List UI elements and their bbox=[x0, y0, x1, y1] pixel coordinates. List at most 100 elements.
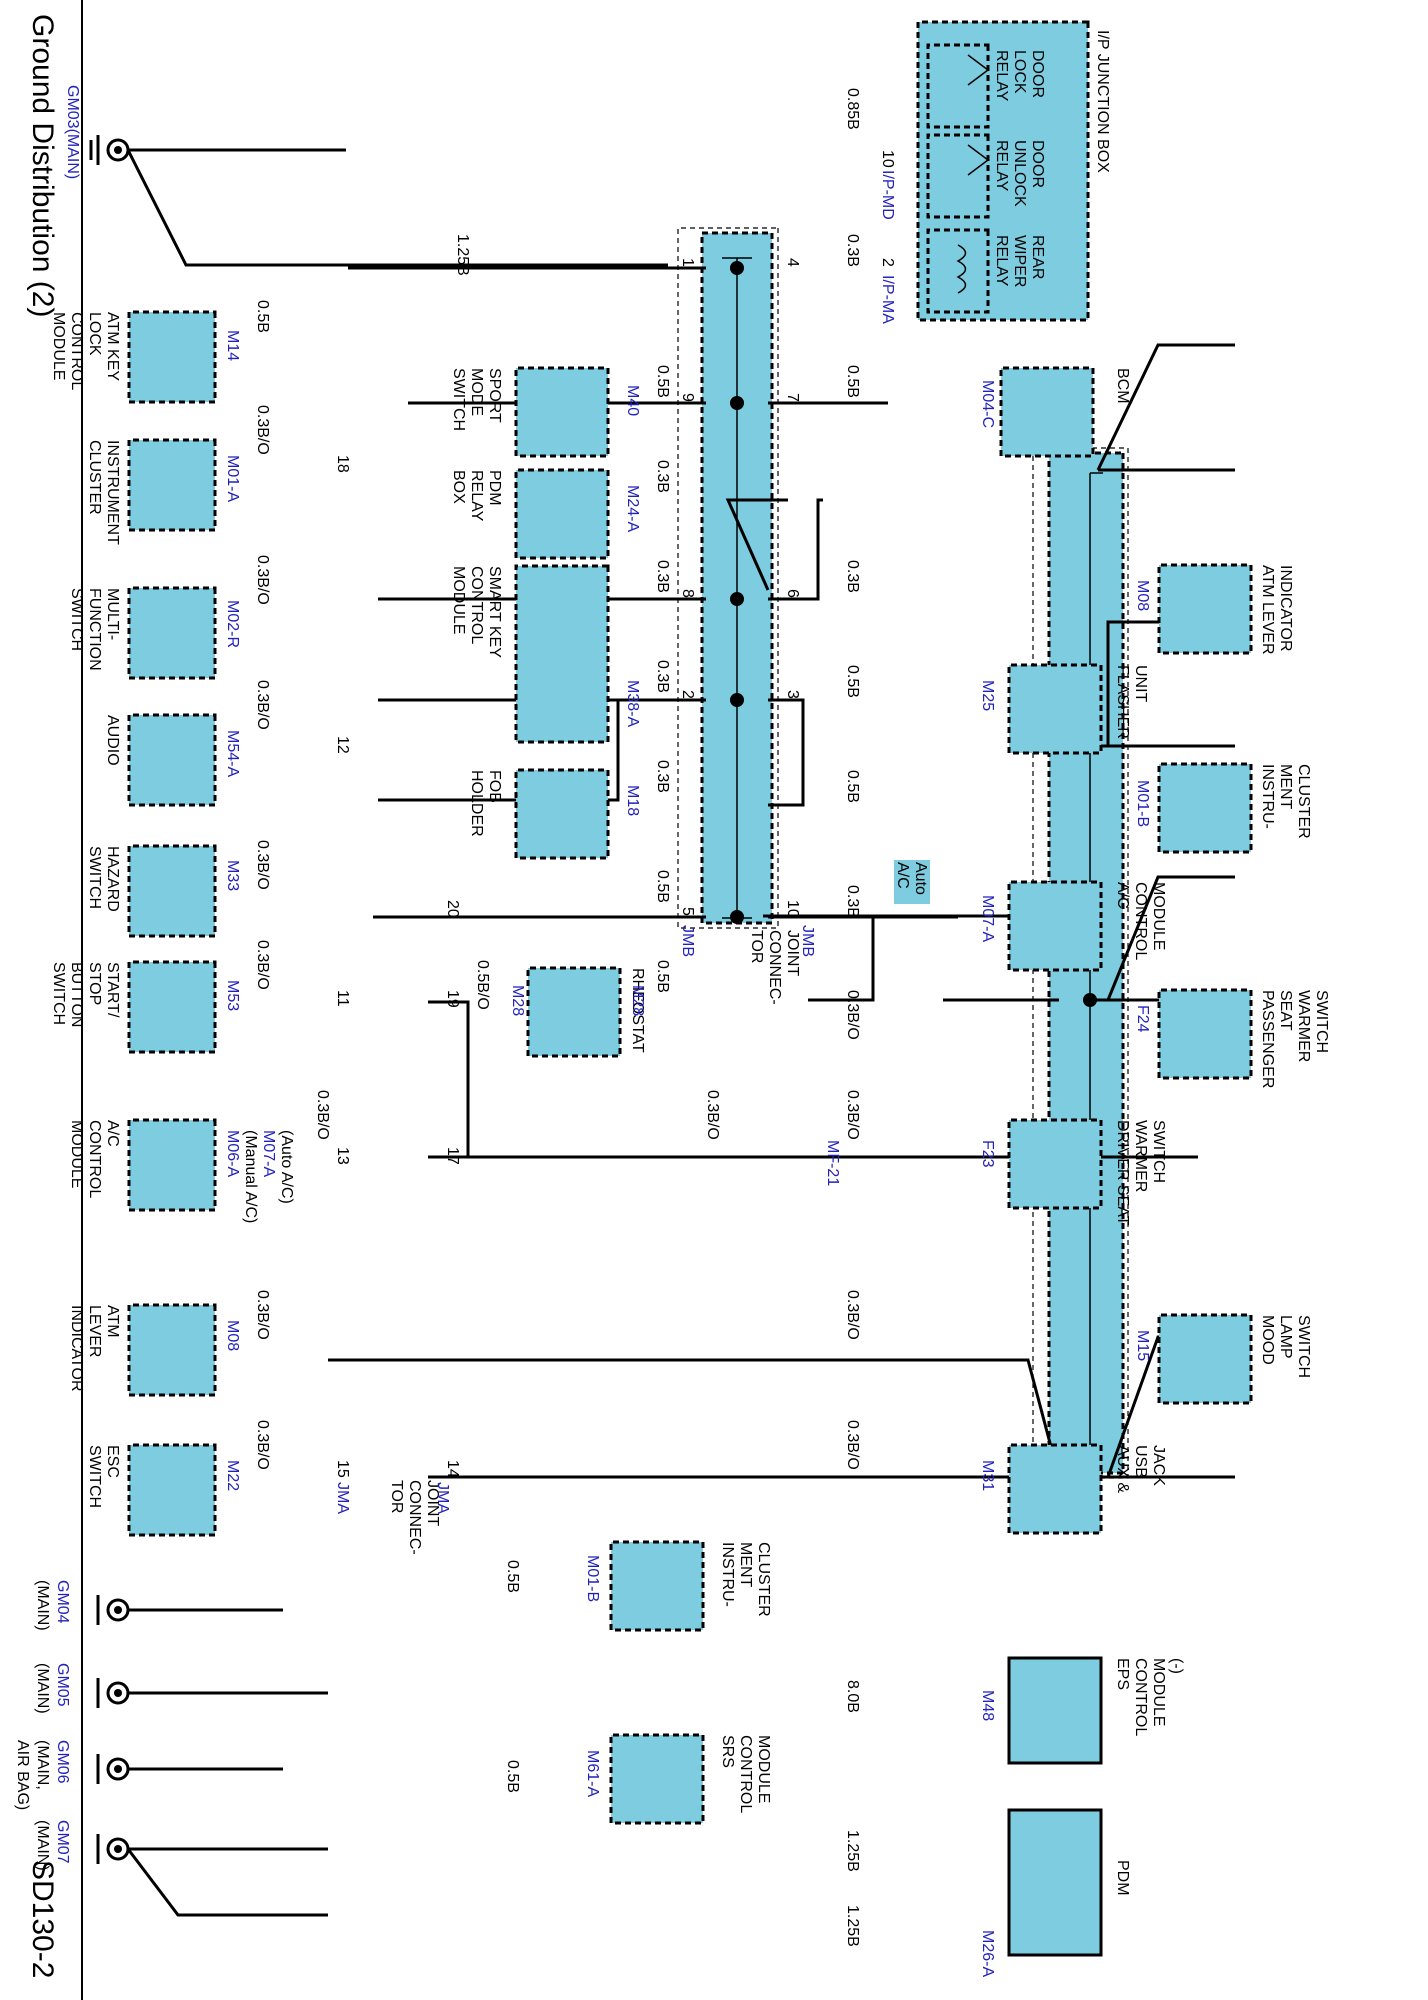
ac-left-name-2: CONTROL bbox=[86, 1120, 103, 1198]
ac-right-connector: M07-A bbox=[979, 895, 996, 942]
driver-seat-name-2: WARMER bbox=[1132, 1120, 1149, 1192]
wire-label-mf21: 0.3B/O bbox=[704, 1090, 721, 1140]
esc-connector: M22 bbox=[224, 1460, 241, 1491]
wire-label-atm-key: 0.5B bbox=[254, 300, 271, 333]
gm03-label: GM03(MAIN) bbox=[64, 85, 81, 179]
jmb-pin-5: 5 bbox=[679, 907, 696, 916]
wire-label-bcm: 0.5B bbox=[844, 365, 861, 398]
jma-pin-11: 11 bbox=[334, 990, 351, 1007]
audio-connector: M54-A bbox=[224, 730, 241, 777]
jma-pin-13: 13 bbox=[334, 1147, 351, 1165]
wire-label-cluster-b: 0.5B bbox=[844, 770, 861, 803]
ac-right-name-1: A/C bbox=[1114, 882, 1131, 909]
aux-usb-name-3: JACK bbox=[1150, 1445, 1167, 1486]
fob-holder-connector: M18 bbox=[624, 785, 641, 816]
gm07-label: GM07 bbox=[54, 1820, 71, 1864]
rear-wiper-relay-label-3: RELAY bbox=[993, 235, 1010, 287]
jmb-pin-4: 4 bbox=[784, 258, 801, 267]
jmb-pin-10: 10 bbox=[784, 900, 801, 918]
jma-label-2: CONNEC- bbox=[406, 1480, 423, 1555]
pdm-relay-name-2: RELAY bbox=[468, 470, 485, 522]
hazard-name-1: HAZARD bbox=[104, 846, 121, 912]
atm-key-connector: M14 bbox=[224, 330, 241, 361]
jmb-pin-7: 7 bbox=[784, 393, 801, 402]
rheostat-connector-right: M28 bbox=[629, 985, 646, 1016]
flasher-connector: M25 bbox=[979, 680, 996, 711]
multi-function-name-3: SWITCH bbox=[68, 588, 85, 651]
wire-label-hazard: 0.3B/O bbox=[254, 840, 271, 890]
ac-left-name-3: MODULE bbox=[68, 1120, 85, 1188]
wire-label-atm-left: 0.3B/O bbox=[254, 1290, 271, 1340]
jmb-connector-left: JMB bbox=[679, 925, 696, 957]
rear-wiper-relay-label-1: REAR bbox=[1029, 235, 1046, 279]
component-boxes bbox=[127, 310, 1253, 1957]
hazard-name-2: SWITCH bbox=[86, 846, 103, 909]
start-stop-name-2: STOP bbox=[86, 962, 103, 1005]
instrument-cluster-b-name-1: INSTRU- bbox=[1259, 764, 1276, 829]
wire-03b-jb: 0.3B bbox=[844, 234, 861, 267]
gm06-sub2: AIR BAG) bbox=[14, 1740, 31, 1810]
atm-key-name-4: MODULE bbox=[50, 312, 67, 380]
aux-usb-name-1: AUX & bbox=[1114, 1445, 1131, 1493]
bcm-connector: M04-C bbox=[979, 380, 996, 428]
diagram-title: Ground Distribution (2) bbox=[26, 14, 59, 317]
ac-left-connector-a: M06-A bbox=[224, 1130, 241, 1177]
instrument-cluster-b-connector: M01-B bbox=[1134, 780, 1151, 827]
door-lock-relay-label-1: DOOR bbox=[1029, 50, 1046, 98]
ac-right-name-3: MODULE bbox=[1150, 882, 1167, 950]
pdm-relay-connector: M24-A bbox=[624, 485, 641, 532]
smart-key-connector: M38-A bbox=[624, 680, 641, 727]
jma-label-3: TOR bbox=[388, 1480, 405, 1513]
instrument-cluster-b-name-2: MENT bbox=[1277, 764, 1294, 810]
jma-pin-18: 18 bbox=[334, 455, 351, 473]
junction-box-title: I/P JUNCTION BOX bbox=[1094, 30, 1111, 173]
start-stop-name-4: SWITCH bbox=[50, 962, 67, 1025]
ac-left-note-a: (Manual A/C) bbox=[242, 1130, 259, 1223]
door-unlock-relay-label-3: RELAY bbox=[993, 140, 1010, 192]
wire-label-cluster-c: 0.5B bbox=[504, 1560, 521, 1593]
driver-seat-name-1: DRIVER SEAT bbox=[1114, 1120, 1131, 1226]
jmb-pin-2: 2 bbox=[679, 690, 696, 699]
ip-md-pin: 10 bbox=[879, 150, 896, 168]
jmb-label-3: TOR bbox=[748, 930, 765, 963]
fob-holder-name-1: FOB bbox=[486, 770, 503, 803]
driver-seat-connector: F23 bbox=[979, 1140, 996, 1168]
multi-function-name-1: MULTI- bbox=[104, 588, 121, 640]
mf21-connector: MF-21 bbox=[824, 1140, 841, 1186]
rheostat-connector-left: M28 bbox=[509, 985, 526, 1016]
wire-label-aux: 0.3B/O bbox=[844, 1420, 861, 1470]
flasher-name-2: UNIT bbox=[1132, 665, 1149, 703]
instrument-cluster-c-name-1: INSTRU- bbox=[719, 1542, 736, 1607]
start-stop-connector: M53 bbox=[224, 980, 241, 1011]
wire-label-sport: 0.5B bbox=[654, 365, 671, 398]
wire-label-rheostat: 0.5B bbox=[654, 960, 671, 993]
atm-lever-left-name-2: LEVER bbox=[86, 1305, 103, 1357]
jmb-pin-9: 9 bbox=[679, 393, 696, 402]
instrument-cluster-c-name-2: MENT bbox=[737, 1542, 754, 1588]
door-lock-relay-label-3: RELAY bbox=[993, 50, 1010, 102]
srs-name-3: MODULE bbox=[755, 1735, 772, 1803]
wire-label-pdm-2: 1.25B bbox=[844, 1905, 861, 1947]
pdm-relay-name-3: BOX bbox=[450, 470, 467, 504]
wire-label-ac-right: 0.3B bbox=[844, 885, 861, 918]
instrument-cluster-b-name-3: CLUSTER bbox=[1295, 764, 1312, 839]
passenger-seat-name-2: SEAT bbox=[1277, 990, 1294, 1031]
ac-left-note-b: (Auto A/C) bbox=[278, 1130, 295, 1204]
jmb-pin-3: 3 bbox=[784, 690, 801, 699]
bcm-name: BCM bbox=[1114, 368, 1131, 404]
srs-name-2: CONTROL bbox=[737, 1735, 754, 1813]
wire-label-multi: 0.3B/O bbox=[254, 555, 271, 605]
wire-label-cluster-a: 0.3B/O bbox=[254, 405, 271, 455]
wire-label-fob: 0.3B bbox=[654, 760, 671, 793]
sport-mode-name-3: SWITCH bbox=[450, 368, 467, 431]
ip-junction-box bbox=[916, 20, 1090, 322]
mood-lamp-name-3: SWITCH bbox=[1295, 1315, 1312, 1378]
jma-pin-14: 14 bbox=[444, 1460, 461, 1478]
atm-lever-right-connector: M08 bbox=[1134, 580, 1151, 611]
gm04-ground-icon bbox=[96, 1595, 130, 1625]
mood-lamp-name-1: MOOD bbox=[1259, 1315, 1276, 1365]
atm-lever-left-name-1: ATM bbox=[104, 1305, 121, 1338]
gm05-label: GM05 bbox=[54, 1663, 71, 1707]
